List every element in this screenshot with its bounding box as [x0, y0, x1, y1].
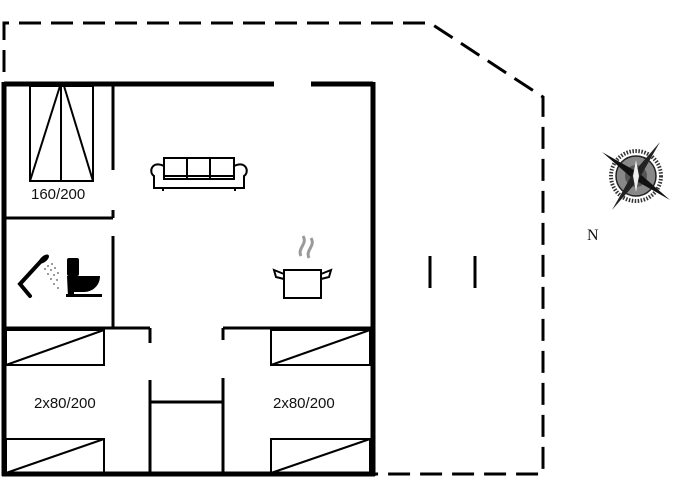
- twin-bed-left-label: 2x80/200: [34, 395, 96, 412]
- exterior-walls: [1, 81, 376, 477]
- toilet-icon: [66, 258, 102, 297]
- north-label: N: [587, 227, 599, 244]
- shower-icon: [17, 254, 59, 298]
- terrace-markers: [428, 256, 477, 288]
- double-bed-label: 160/200: [31, 186, 86, 203]
- twin-bed-right-top-icon: [270, 329, 371, 366]
- sofa-icon: [150, 157, 248, 191]
- compass-rose-icon: [602, 142, 670, 210]
- twin-bed-left-top-icon: [5, 329, 105, 366]
- twin-bed-left-bottom-icon: [5, 438, 105, 474]
- double-bed-icon: [29, 85, 94, 182]
- twin-bed-right-label: 2x80/200: [273, 395, 335, 412]
- cooking-pot-icon: [272, 235, 333, 299]
- twin-bed-right-bottom-icon: [270, 438, 371, 474]
- terrace-outline: [2, 21, 545, 476]
- interior-walls: [4, 84, 373, 474]
